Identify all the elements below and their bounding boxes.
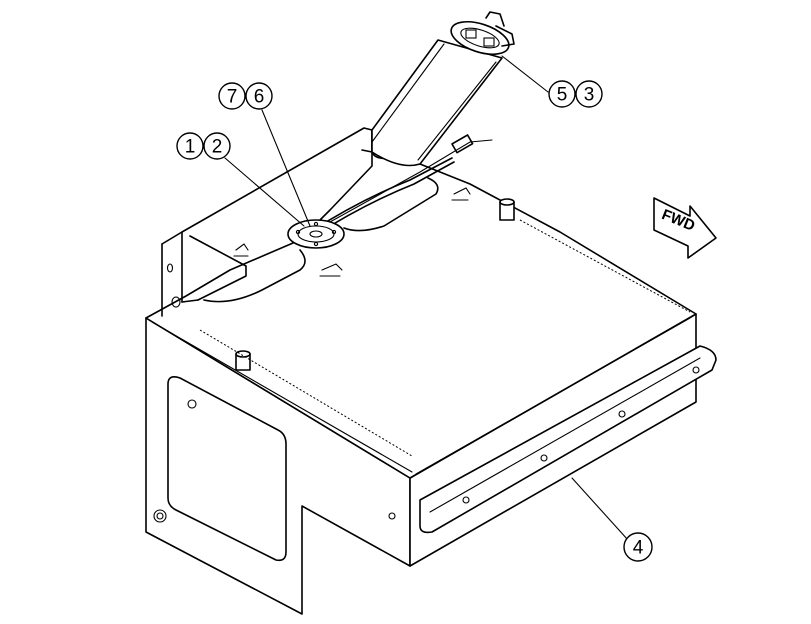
callout-5-label: 5 <box>557 85 568 106</box>
hidden-edge <box>519 219 691 313</box>
callout-6-label: 6 <box>254 87 265 108</box>
access-panel <box>153 376 287 562</box>
gauge-flange <box>287 219 345 249</box>
callout-balloon-1: 1 <box>176 132 204 160</box>
callout-balloon-3: 3 <box>575 80 603 108</box>
front-flange <box>388 345 717 534</box>
leader-lines <box>224 55 629 541</box>
callout-balloon-5: 5 <box>548 80 576 108</box>
callout-7-label: 7 <box>227 87 238 108</box>
callout-balloon-4: 4 <box>623 532 653 562</box>
callout-balloon-6: 6 <box>245 82 273 110</box>
sending-unit-cap <box>450 11 515 56</box>
sender-tube <box>371 39 503 167</box>
callout-2-label: 2 <box>212 137 223 158</box>
forward-arrow: FWD <box>653 197 717 259</box>
callout-balloon-7: 7 <box>218 82 246 110</box>
callout-balloon-2: 2 <box>203 132 231 160</box>
callout-1-label: 1 <box>185 137 196 158</box>
callout-3-label: 3 <box>584 85 595 106</box>
top-bosses <box>235 198 515 371</box>
callout-4-label: 4 <box>633 538 644 559</box>
hidden-edge <box>199 329 413 457</box>
